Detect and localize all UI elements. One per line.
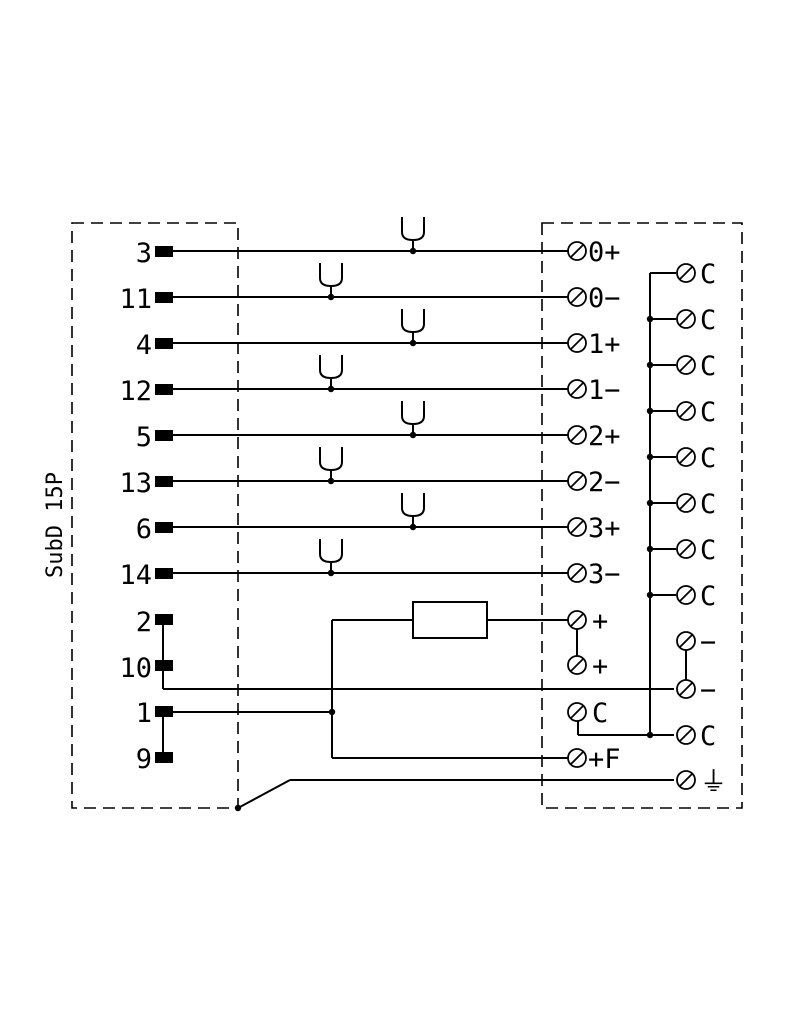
- pin-contact: [155, 568, 173, 579]
- screw-terminal-icon: [567, 610, 587, 630]
- screw-terminals-common: [676, 263, 696, 790]
- socket-icon: [319, 447, 343, 485]
- pin-contact: [155, 246, 173, 257]
- terminal-label: C: [700, 581, 716, 612]
- terminal-label: +: [592, 606, 608, 637]
- pin-label: 12: [119, 376, 152, 407]
- socket-icon: [401, 493, 425, 531]
- signal-wires: [173, 250, 568, 574]
- terminal-label: C: [700, 351, 716, 382]
- socket-icon: [401, 217, 425, 255]
- screw-terminal-icon: [567, 655, 587, 675]
- screw-terminal-icon: [676, 631, 696, 651]
- terminal-label: 2+: [588, 421, 621, 452]
- screw-terminal-icon: [567, 425, 587, 445]
- pin-label: 5: [136, 422, 152, 453]
- screw-terminal-icon: [676, 447, 696, 467]
- screw-terminal-icon: [567, 287, 587, 307]
- fuse: [412, 601, 488, 639]
- screw-terminal-icon: [676, 539, 696, 559]
- screw-terminal-icon: [567, 241, 587, 261]
- terminal-label: −: [700, 675, 716, 706]
- terminal-label: C: [700, 443, 716, 474]
- socket-icon: [319, 539, 343, 577]
- screw-terminal-icon: [567, 702, 587, 722]
- terminal-label: 0+: [588, 237, 621, 268]
- terminal-label: C: [592, 698, 608, 729]
- pin-label: 3: [136, 238, 152, 269]
- terminal-label: 0−: [588, 283, 621, 314]
- terminal-label: 3−: [588, 559, 621, 590]
- screw-terminal-icon: [676, 401, 696, 421]
- pin-label: 4: [136, 330, 152, 361]
- power-wiring: [162, 619, 674, 812]
- pin-contact: [155, 430, 173, 441]
- screw-terminal-icon: [567, 333, 587, 353]
- screw-terminal-icon: [676, 263, 696, 283]
- pin-label: 1: [136, 698, 152, 729]
- screw-terminal-icon: [676, 770, 696, 790]
- test-sockets: [319, 217, 425, 577]
- screw-terminal-icon: [567, 517, 587, 537]
- terminal-label: +: [592, 651, 608, 682]
- pin-contact: [155, 706, 173, 717]
- pin-label: 10: [119, 653, 152, 684]
- screw-terminal-icon: [676, 725, 696, 745]
- terminal-label: C: [700, 489, 716, 520]
- pin-contact: [155, 522, 173, 533]
- terminal-label: −: [700, 627, 716, 658]
- terminal-label: C: [700, 535, 716, 566]
- pin-contact: [155, 384, 173, 395]
- screw-terminal-icon: [567, 748, 587, 768]
- pin-label: 6: [136, 514, 152, 545]
- screw-terminal-icon: [676, 355, 696, 375]
- terminal-label: 3+: [588, 513, 621, 544]
- screw-terminal-icon: [676, 679, 696, 699]
- pin-contact: [155, 292, 173, 303]
- terminal-label: C: [700, 259, 716, 290]
- terminal-label: C: [700, 305, 716, 336]
- terminal-block-housing: [541, 222, 743, 809]
- screw-terminal-icon: [676, 493, 696, 513]
- terminal-label: 1−: [588, 375, 621, 406]
- ground-icon: ⏚: [700, 767, 727, 798]
- socket-icon: [319, 263, 343, 301]
- pin-contact: [155, 338, 173, 349]
- screw-terminal-icon: [676, 309, 696, 329]
- screw-terminal-icon: [676, 585, 696, 605]
- connector-housing: [71, 222, 239, 809]
- common-bus: [646, 272, 687, 739]
- pin-contact: [155, 476, 173, 487]
- pin-label: 2: [136, 607, 152, 638]
- terminal-label: C: [700, 397, 716, 428]
- pin-label: 14: [119, 560, 152, 591]
- screw-terminal-icon: [567, 379, 587, 399]
- screw-terminal-icon: [567, 471, 587, 491]
- pin-label: 9: [136, 744, 152, 775]
- terminal-label: 1+: [588, 329, 621, 360]
- pin-contact: [155, 614, 173, 625]
- terminal-label: 2−: [588, 467, 621, 498]
- socket-icon: [401, 309, 425, 347]
- terminal-label: +F: [588, 744, 621, 775]
- terminal-label: C: [700, 721, 716, 752]
- screw-terminal-icon: [567, 563, 587, 583]
- socket-icon: [401, 401, 425, 439]
- pin-label: 11: [119, 284, 152, 315]
- pin-label: 13: [119, 468, 152, 499]
- connector-label: SubD 15P: [43, 472, 68, 578]
- screw-terminals-signal: [567, 241, 587, 768]
- socket-icon: [319, 355, 343, 393]
